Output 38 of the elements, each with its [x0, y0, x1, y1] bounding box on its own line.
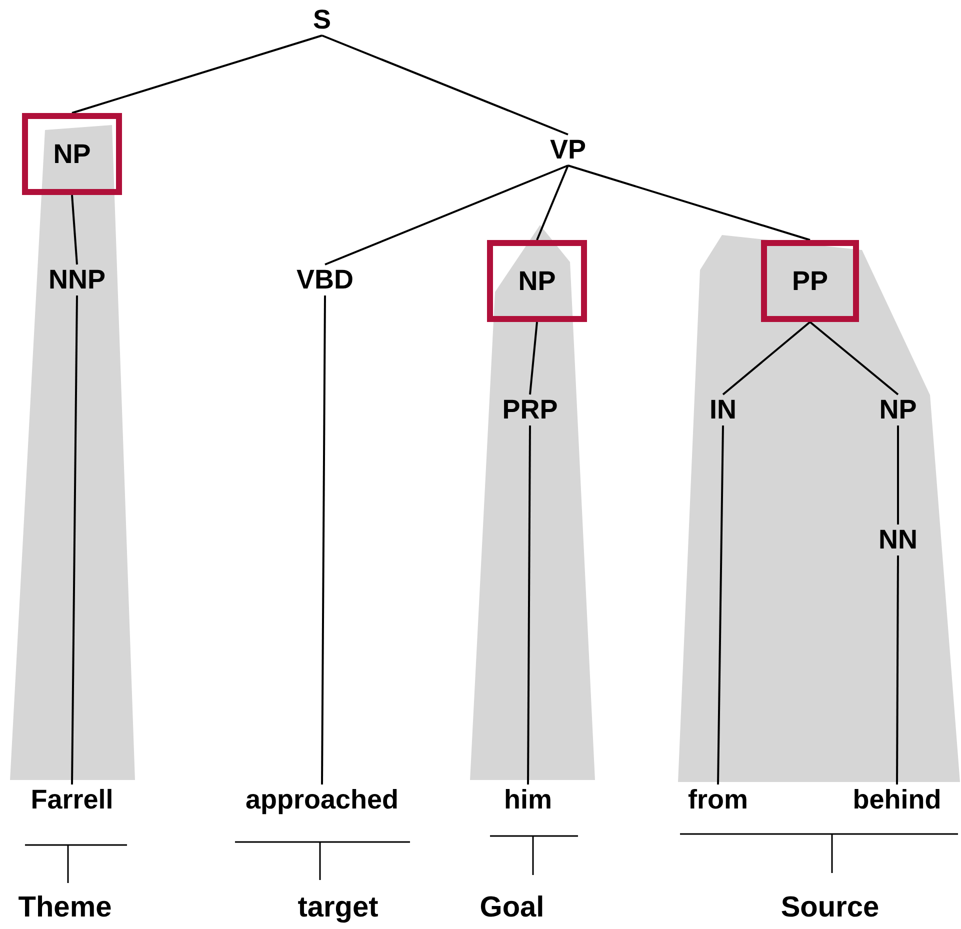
category-label: NP — [53, 140, 91, 168]
category-label: NP — [518, 268, 556, 294]
tree-branch — [536, 165, 569, 240]
tree-branch — [529, 322, 538, 395]
category-label: S — [310, 4, 334, 36]
tree-branch — [72, 34, 322, 114]
category-label: PRP — [499, 394, 561, 426]
tree-branch — [322, 34, 568, 136]
tree-branch — [568, 164, 810, 241]
category-label: NP — [876, 394, 920, 426]
tree-branch — [717, 425, 724, 785]
highlighted-node-box — [761, 240, 859, 322]
tree-branch — [722, 321, 811, 396]
tree-branch — [897, 426, 899, 524]
word-label: approached — [242, 784, 402, 816]
tree-branch — [324, 164, 568, 266]
word-label: behind — [850, 784, 944, 816]
highlighted-node-box — [487, 240, 587, 322]
category-label: VP — [546, 134, 590, 166]
tree-branch — [527, 426, 531, 784]
role-label: Theme — [18, 894, 112, 922]
category-label: PP — [792, 268, 828, 294]
category-label: IN — [706, 394, 740, 426]
category-label: NN — [876, 524, 920, 556]
role-label: Goal — [480, 894, 544, 922]
role-label: target — [298, 894, 378, 922]
tree-branch — [71, 194, 78, 265]
tree-branch — [809, 321, 899, 396]
category-label: VBD — [294, 264, 356, 296]
word-label: from — [685, 784, 751, 816]
category-label: NNP — [46, 264, 108, 296]
highlighted-node-box — [22, 113, 122, 195]
role-label: Source — [780, 894, 880, 922]
tree-branch — [896, 556, 899, 784]
word-label: Farrell — [28, 784, 116, 816]
tree-branch — [71, 295, 78, 785]
tree-branch — [321, 296, 326, 784]
word-label: him — [501, 784, 555, 816]
